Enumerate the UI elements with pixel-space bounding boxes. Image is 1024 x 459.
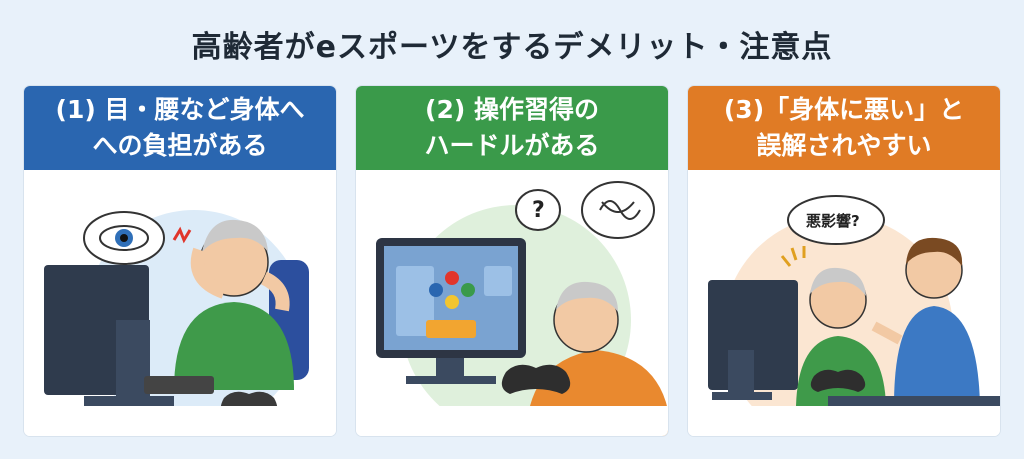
elderly-strain-illustration [24, 210, 336, 436]
card-learning-hurdle: (2) 操作習得の ハードルがある [356, 86, 668, 436]
card-illustration: ? [356, 170, 668, 436]
card-illustration: 悪影響? [688, 170, 1000, 436]
card-header: (2) 操作習得の ハードルがある [356, 86, 668, 170]
speech-bubble [787, 195, 885, 245]
misunderstanding-illustration [688, 195, 1000, 436]
card-illustration [24, 170, 336, 436]
thought-bubble [581, 181, 655, 239]
game-controller [501, 364, 571, 394]
card-header: (3)「身体に悪い」と 誤解されやすい [688, 86, 1000, 170]
card-header-line2: 誤解されやすい [756, 131, 932, 160]
page-title: 高齢者がeスポーツをするデメリット・注意点 [191, 30, 833, 65]
hand-on-face [190, 247, 227, 299]
pointing-hand [871, 321, 903, 345]
card-misunderstanding: (3)「身体に悪い」と 誤解されやすい 悪影 [688, 86, 1000, 436]
attention-mark-icon [780, 246, 806, 267]
card-header: (1) 目・腰など身体へ への負担がある [24, 86, 336, 170]
question-bubble [515, 189, 561, 231]
gray-hair [202, 219, 268, 252]
question-mark: ? [532, 198, 545, 223]
card-header-line1: (3)「身体に悪い」と [723, 95, 965, 124]
blue-shirt [894, 306, 980, 406]
brown-hair [906, 237, 963, 266]
hand-on-neck [260, 271, 290, 312]
green-sweater [174, 302, 294, 390]
bad-effect-bubble-text: 悪影響? [806, 212, 860, 230]
keyboard [144, 376, 214, 394]
game-controller [810, 369, 866, 392]
gray-hair [810, 267, 866, 296]
card-header-line1: (2) 操作習得の [425, 95, 599, 124]
card-header-line2: への負担がある [92, 131, 268, 160]
gray-hair [556, 281, 618, 312]
elderly-gaming-illustration [356, 181, 668, 436]
card-body-strain: (1) 目・腰など身体へ への負担がある [24, 86, 336, 436]
pain-mark-icon [172, 226, 192, 244]
card-header-line2: ハードルがある [424, 131, 600, 160]
confusion-scribble-icon [599, 200, 641, 220]
card-header-line1: (1) 目・腰など身体へ [55, 95, 305, 124]
